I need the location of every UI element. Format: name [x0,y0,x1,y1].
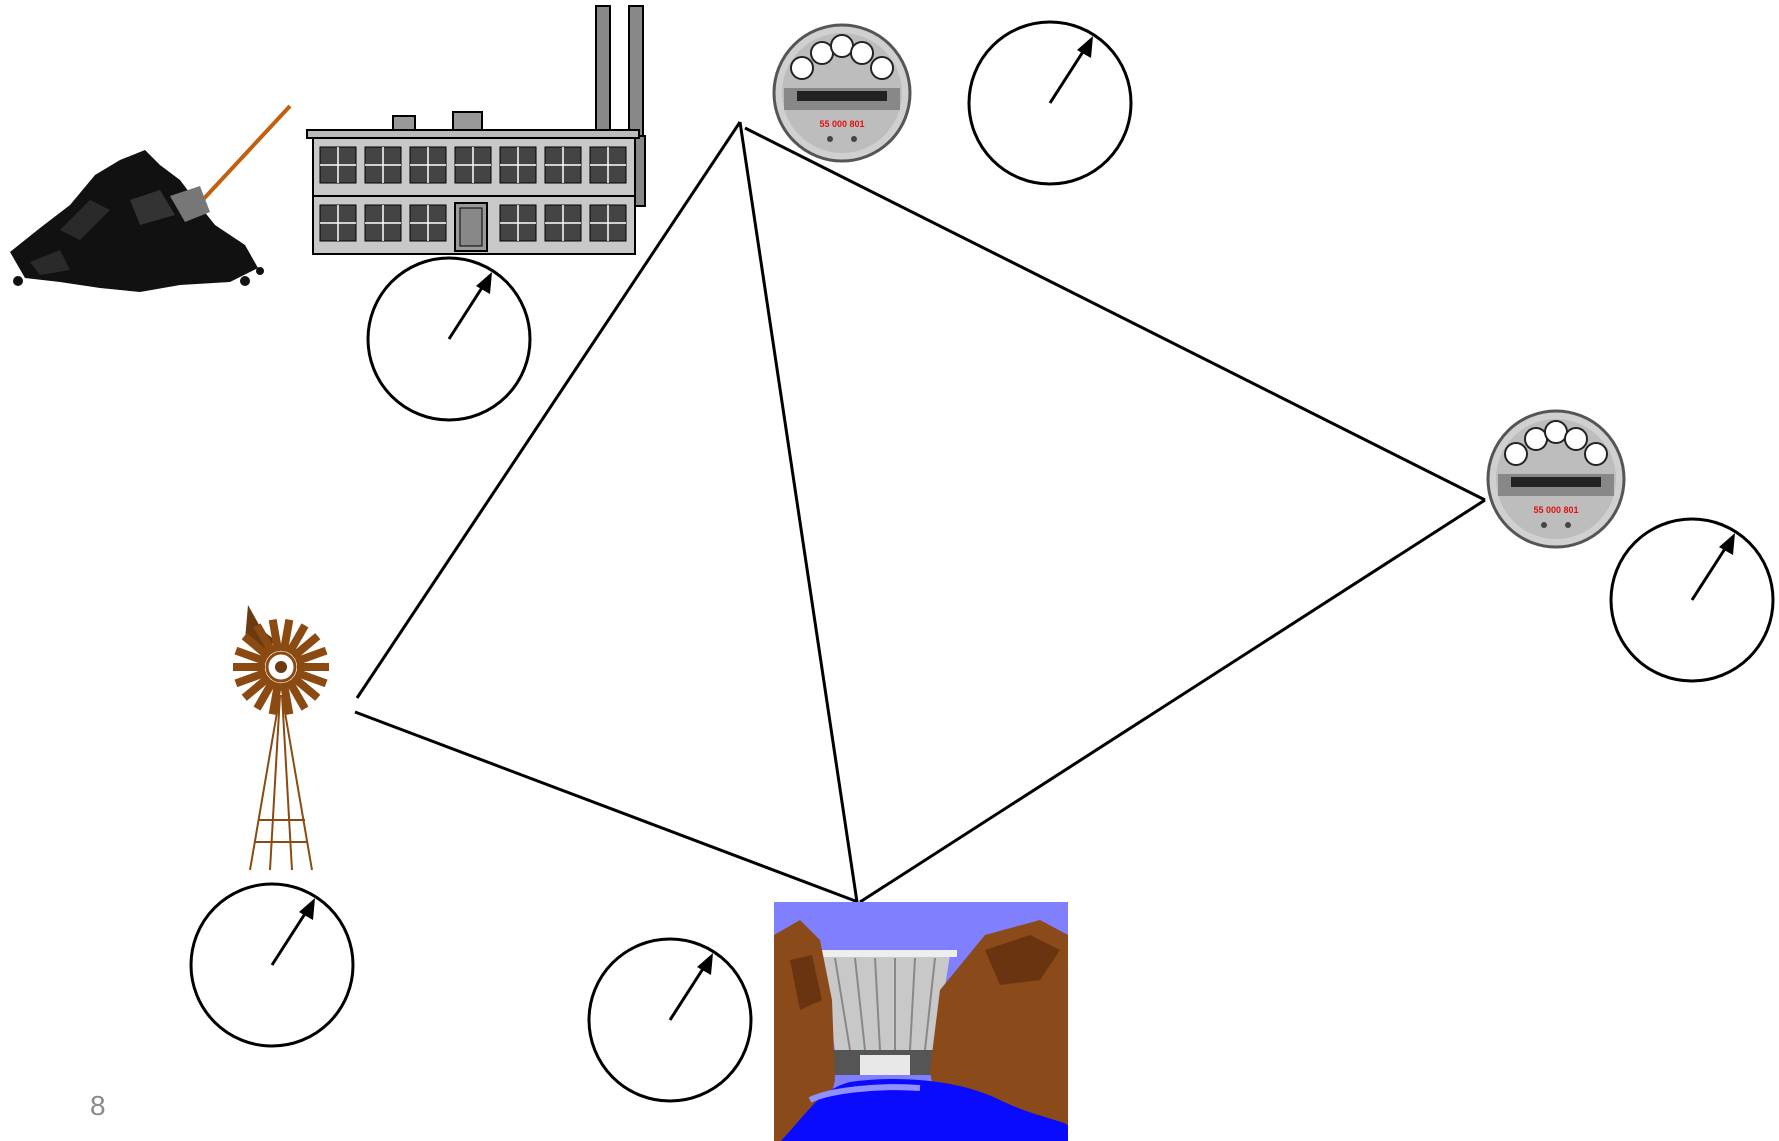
electric-meter-icon: 55 000 801 [1486,409,1626,549]
edge-meter1-dam [738,121,859,903]
gauge-dial-icon [587,937,753,1103]
meter-serial: 55 000 801 [1533,505,1578,515]
windmill-blade [290,674,321,701]
hydro-dam-icon [774,902,1068,1141]
windmill-blade [253,623,277,656]
windmill-blade [253,678,277,711]
windmill-blade [241,633,272,660]
windmill-blade [279,619,294,652]
meter-serial: 55 000 801 [819,119,864,129]
windmill-blade [279,682,294,715]
windmill-blade [234,668,268,688]
network-edges [354,121,1486,904]
windmill-blade [241,674,272,701]
windmill-blade [268,682,283,715]
edge-meter1-meter2 [744,126,1486,502]
gauge-dial-icon [967,20,1133,186]
gauge-arrowhead [697,953,713,975]
gauge-needle [447,282,487,340]
gauge-needle [1048,46,1088,104]
slide-number: 8 [90,1090,106,1121]
windmill-blade [285,623,309,656]
edge-windmill-dam [354,710,859,904]
edge-meter2-dam [859,498,1486,904]
gauge-arrowhead [1719,533,1735,555]
gauge-arrowhead [299,898,315,920]
windmill-blade [285,678,309,711]
windmill-icon [233,605,329,871]
gauge-arrowhead [476,272,492,294]
power-plant-icon [306,5,646,255]
edge-windmill-meter1 [355,121,742,699]
gauge-needle [270,908,310,966]
gauge-needle [1690,543,1730,601]
windmill-blade [294,646,328,666]
electric-meter-icon: 55 000 801 [772,23,912,163]
gauge-dial-icon [189,882,355,1048]
windmill-blade [290,633,321,660]
gauge-needle [668,963,708,1021]
windmill-blade [234,646,268,666]
gauge-dials [189,20,1775,1103]
windmill-blade [268,619,283,652]
gauge-dial-icon [366,256,532,422]
gauge-dial-icon [1609,517,1775,683]
windmill-blade [294,668,328,688]
gauge-arrowhead [1077,36,1093,58]
coal-pile-icon [10,104,292,292]
